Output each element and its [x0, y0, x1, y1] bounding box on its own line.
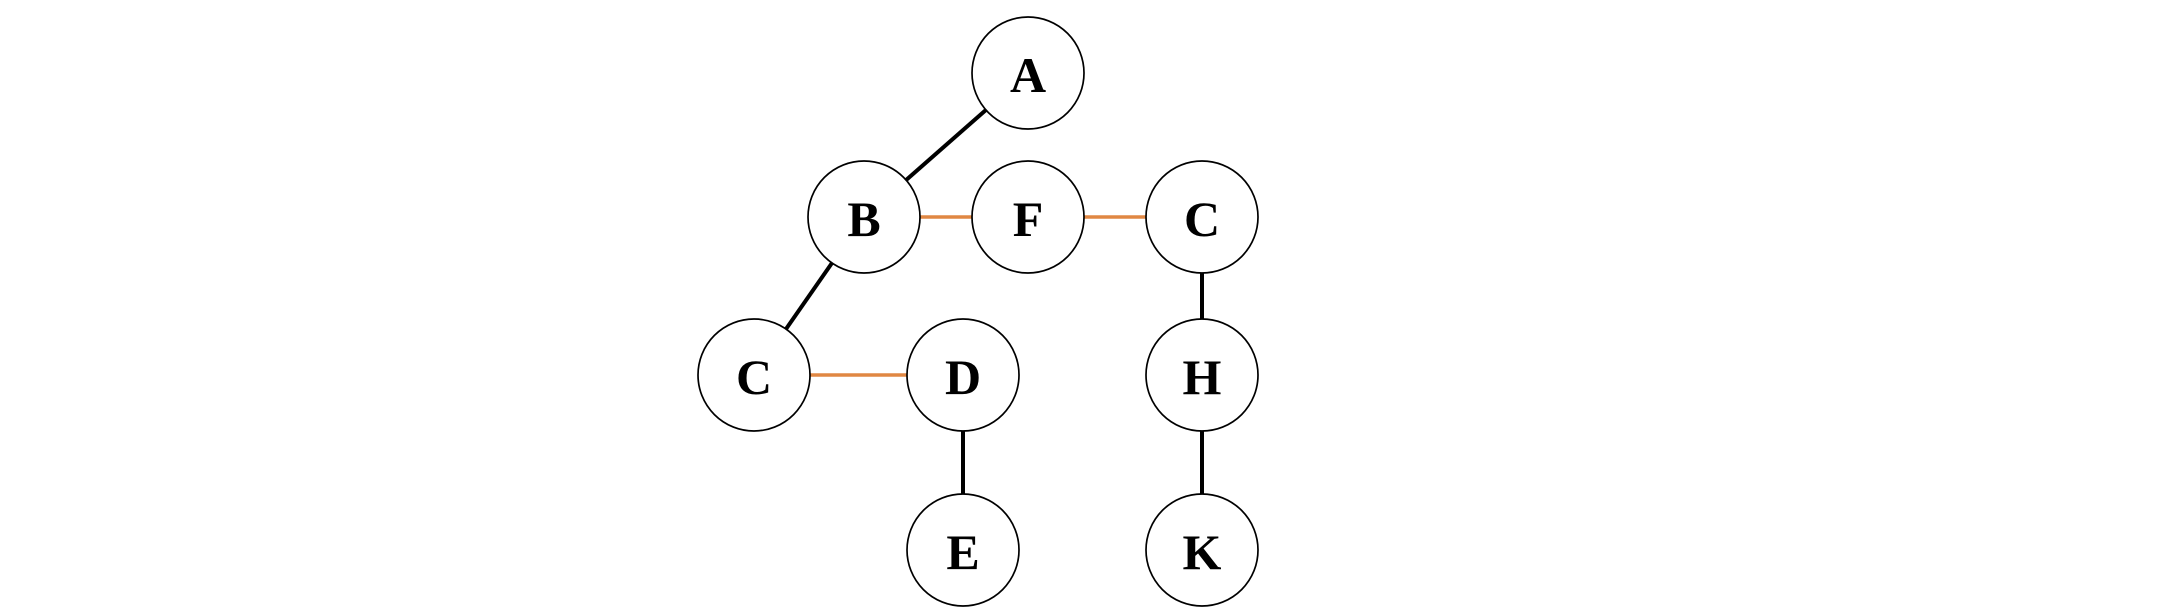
node-circle-C2: [1145, 160, 1259, 274]
node-D: D: [906, 318, 1020, 432]
node-B: B: [807, 160, 921, 274]
node-circle-K: [1145, 493, 1259, 607]
node-circle-E: [906, 493, 1020, 607]
node-circle-A: [971, 16, 1085, 130]
node-label-K: K: [1183, 524, 1222, 580]
node-C2: C: [1145, 160, 1259, 274]
node-label-B: B: [847, 191, 880, 247]
node-circle-B: [807, 160, 921, 274]
node-circle-C1: [697, 318, 811, 432]
node-label-C1: C: [736, 349, 772, 405]
node-label-H: H: [1183, 349, 1222, 405]
node-C1: C: [697, 318, 811, 432]
node-label-F: F: [1013, 191, 1044, 247]
node-label-D: D: [945, 349, 981, 405]
node-circle-D: [906, 318, 1020, 432]
node-E: E: [906, 493, 1020, 607]
node-label-C2: C: [1184, 191, 1220, 247]
node-H: H: [1145, 318, 1259, 432]
node-label-E: E: [946, 524, 979, 580]
node-K: K: [1145, 493, 1259, 607]
node-F: F: [971, 160, 1085, 274]
node-A: A: [971, 16, 1085, 130]
node-circle-F: [971, 160, 1085, 274]
node-label-A: A: [1010, 47, 1046, 103]
node-circle-H: [1145, 318, 1259, 432]
